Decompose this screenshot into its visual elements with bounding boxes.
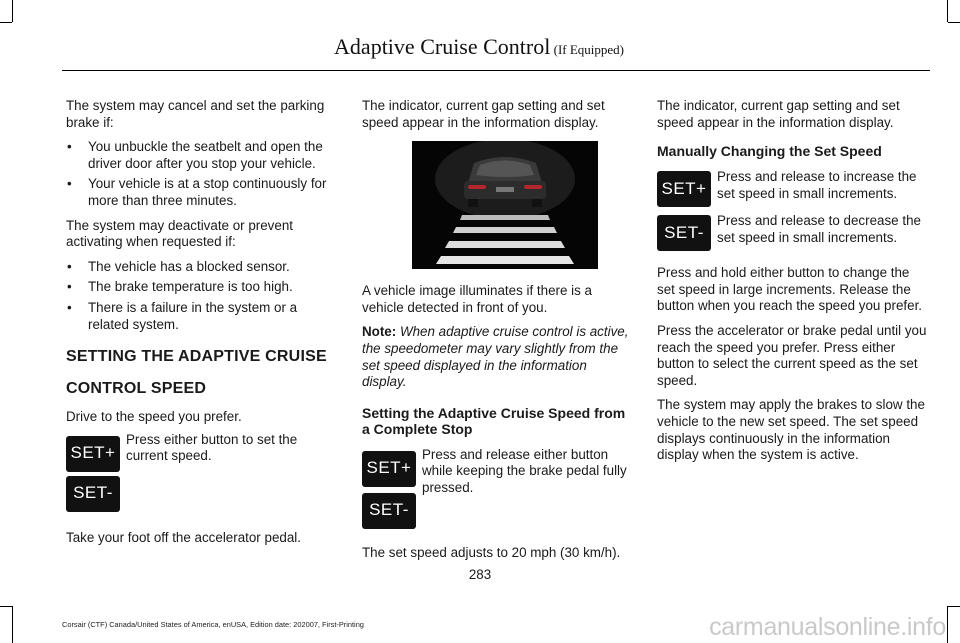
paragraph: Press either button to set the current s… <box>126 431 298 464</box>
paragraph: Drive to the speed you prefer. <box>66 409 242 425</box>
set-plus-button-image: SET+ <box>66 435 120 472</box>
bullet-icon: • <box>67 258 72 274</box>
crop-mark <box>947 606 948 643</box>
watermark: carmanualsonline.info <box>709 613 946 641</box>
list-item: •There is a failure in the system or a r… <box>67 299 298 332</box>
crop-mark <box>948 22 960 23</box>
paragraph: Press and hold either button to change t… <box>657 265 923 314</box>
bullet-icon: • <box>67 279 72 295</box>
paragraph: The set speed adjusts to 20 mph (30 km/h… <box>362 544 621 560</box>
paragraph: Press and release to increase the set sp… <box>717 169 917 201</box>
column-2: The indicator, current gap setting and s… <box>362 98 634 569</box>
paragraph: Press and release to decrease the set sp… <box>717 213 921 245</box>
paragraph: The system may deactivate or prevent act… <box>66 217 293 250</box>
subheading: Setting the Adaptive Cruise Speed from a… <box>362 404 626 437</box>
list-item: •The brake temperature is too high. <box>67 279 293 295</box>
column-1: The system may cancel and set the parkin… <box>66 98 338 554</box>
list-item: •You unbuckle the seatbelt and open the … <box>67 139 323 171</box>
set-plus-button-image: SET+ <box>362 450 416 487</box>
paragraph: A vehicle image illuminates if there is … <box>362 283 592 315</box>
set-minus-button-image: SET- <box>362 492 416 529</box>
bullet-list: •You unbuckle the seatbelt and open the … <box>66 139 338 209</box>
column-3: The indicator, current gap setting and s… <box>657 98 929 472</box>
set-plus-button-image: SET+ <box>657 171 711 208</box>
crop-mark <box>948 606 960 607</box>
crop-mark <box>0 22 12 23</box>
crop-mark <box>12 0 13 22</box>
paragraph: Take your foot off the accelerator pedal… <box>66 529 301 545</box>
footer-text: Corsair (CTF) Canada/United States of Am… <box>62 620 364 629</box>
bullet-icon: • <box>67 139 72 155</box>
crop-mark <box>947 0 948 22</box>
vehicle-detected-image <box>412 141 598 270</box>
page-subtitle: (If Equipped) <box>550 42 624 57</box>
paragraph: The indicator, current gap setting and s… <box>657 98 900 130</box>
bullet-list: •The vehicle has a blocked sensor. •The … <box>66 259 338 333</box>
subheading: Manually Changing the Set Speed <box>657 143 882 160</box>
crop-mark <box>12 606 13 643</box>
note: Note: When adaptive cruise control is ac… <box>362 324 629 390</box>
header-divider <box>62 70 930 71</box>
section-heading: SETTING THE ADAPTIVE CRUISE CONTROL SPEE… <box>66 348 327 398</box>
paragraph: The indicator, current gap setting and s… <box>362 98 605 130</box>
bullet-icon: • <box>67 176 72 192</box>
set-minus-button-image: SET- <box>657 215 711 252</box>
list-item: •Your vehicle is at a stop continuously … <box>67 176 327 208</box>
paragraph: Press and release either button while ke… <box>422 446 627 495</box>
paragraph: The system may apply the brakes to slow … <box>657 397 925 463</box>
crop-mark <box>0 606 12 607</box>
page-title: Adaptive Cruise Control (If Equipped) <box>334 34 624 59</box>
paragraph: Press the accelerator or brake pedal unt… <box>657 322 927 388</box>
paragraph: The system may cancel and set the parkin… <box>66 98 325 130</box>
set-minus-button-image: SET- <box>66 475 120 512</box>
page-number: 283 <box>468 567 492 582</box>
list-item: •The vehicle has a blocked sensor. <box>67 258 290 274</box>
bullet-icon: • <box>67 299 72 315</box>
